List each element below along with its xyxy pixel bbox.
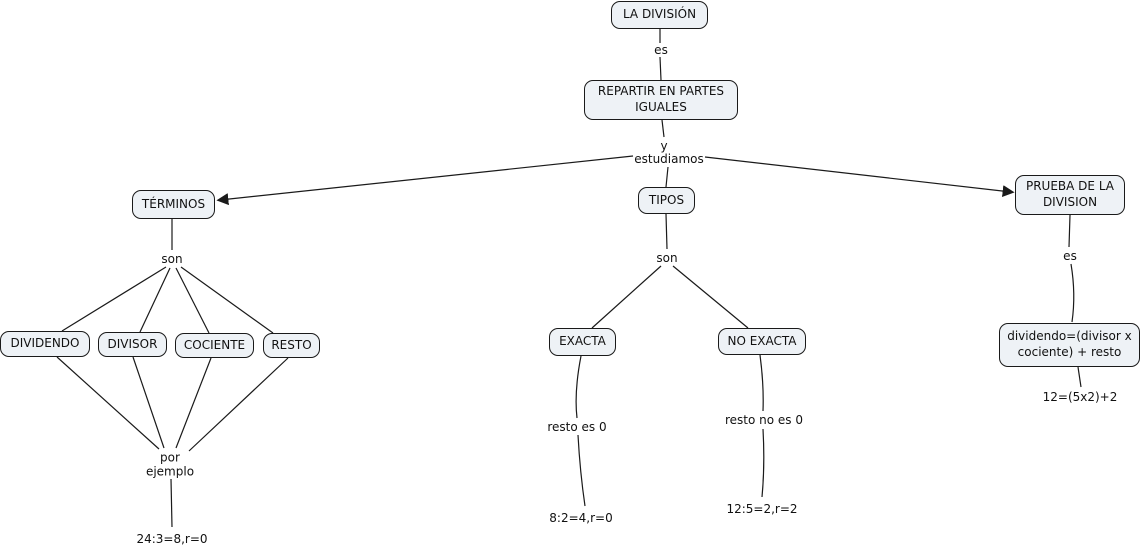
edge-estudiamos-prueba bbox=[704, 156, 1015, 198]
concept-dividendo[interactable]: DIVIDENDO bbox=[0, 331, 90, 357]
edge-son-dividendo bbox=[61, 266, 167, 332]
concept-resto[interactable]: RESTO bbox=[263, 333, 320, 358]
edge-es-repartir bbox=[659, 56, 662, 81]
concept-exacta[interactable]: EXACTA bbox=[549, 328, 616, 356]
concept-no-exacta[interactable]: NO EXACTA bbox=[718, 328, 806, 355]
edge-son-cociente bbox=[175, 267, 210, 334]
edge-porejemplo-example bbox=[170, 478, 173, 528]
edge-restonoes0-example bbox=[761, 428, 765, 498]
edge-son-resto bbox=[180, 266, 274, 334]
link-label-son-terminos[interactable]: son bbox=[161, 251, 183, 266]
edge-formula-example bbox=[1077, 366, 1082, 388]
edge-es-formula bbox=[1070, 263, 1075, 323]
link-label-es-prueba[interactable]: es bbox=[1063, 248, 1077, 263]
example-terminos[interactable]: 24:3=8,r=0 bbox=[136, 531, 208, 546]
concept-prueba-de-la-division[interactable]: PRUEBA DE LA DIVISION bbox=[1015, 175, 1125, 215]
edge-divisor-porejemplo bbox=[132, 356, 165, 449]
example-prueba[interactable]: 12=(5x2)+2 bbox=[1042, 389, 1118, 404]
concept-terminos[interactable]: TÉRMINOS bbox=[132, 190, 215, 219]
concept-formula-prueba[interactable]: dividendo=(divisor x cociente) + resto bbox=[999, 323, 1140, 367]
edge-resto-porejemplo bbox=[188, 357, 289, 452]
concept-repartir-en-partes-iguales[interactable]: REPARTIR EN PARTES IGUALES bbox=[584, 80, 738, 120]
edge-tipos-son bbox=[665, 213, 668, 250]
concept-cociente[interactable]: COCIENTE bbox=[175, 333, 254, 358]
edge-repartir-y bbox=[661, 119, 665, 138]
edge-dividendo-porejemplo bbox=[56, 356, 160, 450]
edge-son-divisor bbox=[139, 267, 171, 333]
edge-noexacta-restonoes0 bbox=[759, 354, 764, 412]
link-label-es-top[interactable]: es bbox=[654, 42, 668, 57]
edge-cociente-porejemplo bbox=[175, 357, 212, 449]
edge-estudiamos-tipos bbox=[665, 166, 669, 188]
link-label-estudiamos[interactable]: estudiamos bbox=[634, 151, 704, 166]
edge-prueba-es bbox=[1068, 214, 1071, 248]
edge-son-noexacta bbox=[672, 265, 749, 329]
concept-divisor[interactable]: DIVISOR bbox=[98, 332, 167, 357]
edge-estudiamos-terminos bbox=[216, 155, 634, 206]
link-label-resto-es-0[interactable]: resto es 0 bbox=[547, 419, 607, 434]
concept-tipos[interactable]: TIPOS bbox=[638, 187, 695, 214]
edge-son-exacta bbox=[591, 265, 662, 329]
link-label-resto-no-es-0[interactable]: resto no es 0 bbox=[724, 412, 804, 427]
concept-la-division[interactable]: LA DIVISIÓN bbox=[611, 1, 708, 29]
edge-exacta-restoes0 bbox=[575, 355, 582, 419]
example-exacta[interactable]: 8:2=4,r=0 bbox=[549, 510, 613, 525]
edge-restoes0-example bbox=[577, 434, 586, 507]
example-no-exacta[interactable]: 12:5=2,r=2 bbox=[726, 501, 798, 516]
link-label-y[interactable]: y bbox=[660, 138, 668, 153]
link-label-son-tipos[interactable]: son bbox=[656, 250, 678, 265]
link-label-por-ejemplo[interactable]: por ejemplo bbox=[145, 450, 195, 479]
